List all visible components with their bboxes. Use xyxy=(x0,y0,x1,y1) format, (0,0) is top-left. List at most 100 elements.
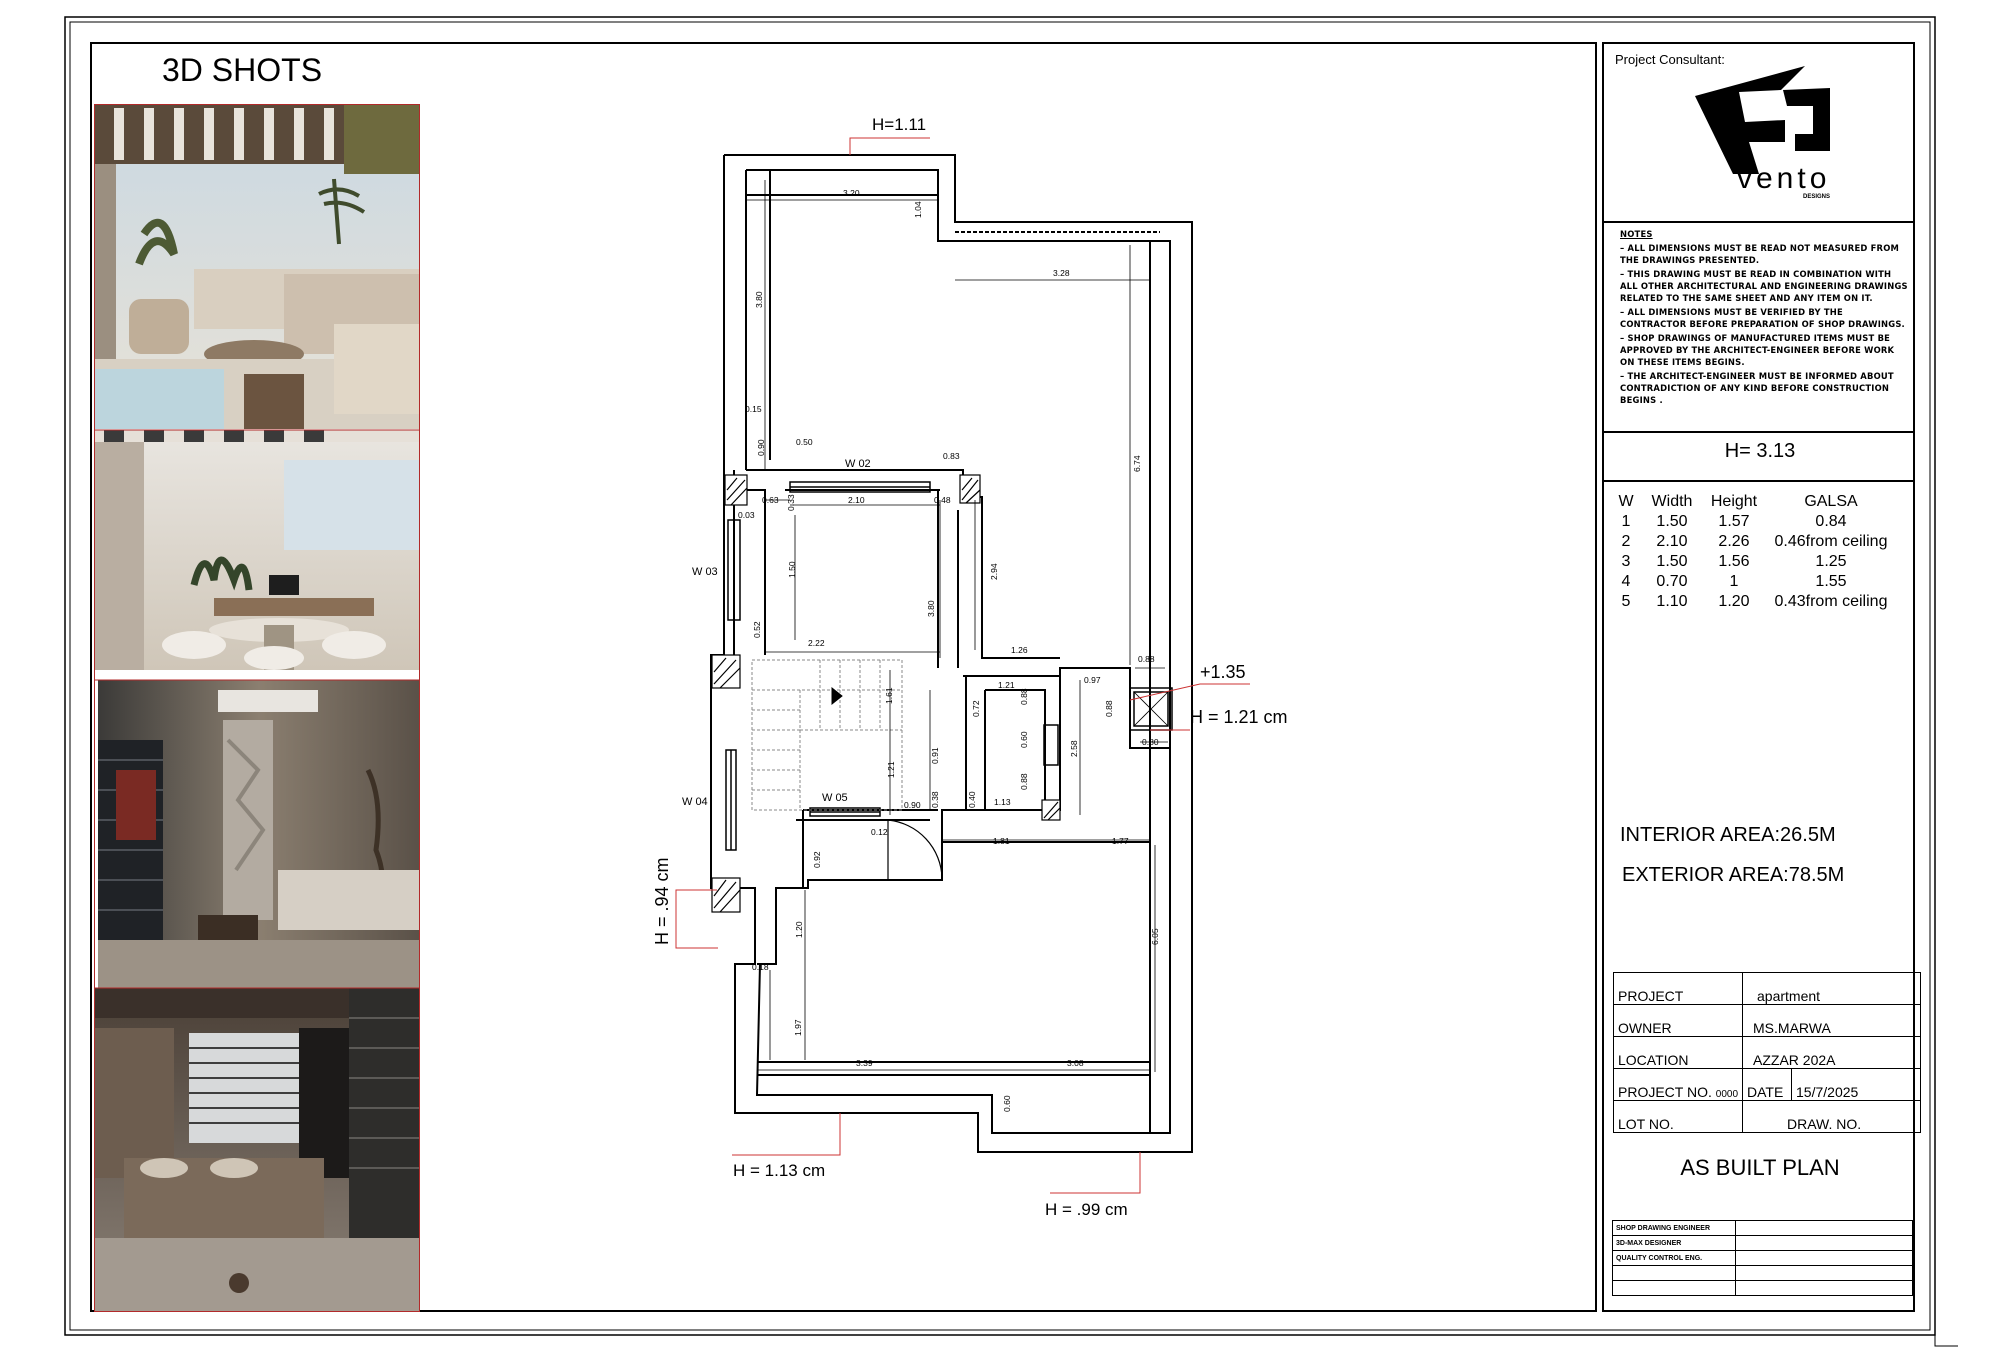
cell: 0.84 xyxy=(1815,512,1847,530)
height-label-bottom-right: H = .99 cm xyxy=(1045,1200,1128,1219)
dim-text: 6.05 xyxy=(1150,928,1160,945)
render-kitchen xyxy=(94,988,420,1312)
dim-text: 0.88 xyxy=(1104,700,1114,717)
cell: 1.10 xyxy=(1656,592,1688,610)
dim-text: 0.40 xyxy=(967,791,977,808)
dim-text: 0.50 xyxy=(796,437,813,447)
dim-text: 0.88 xyxy=(1138,654,1155,664)
dim-text: 2.58 xyxy=(1069,740,1079,757)
dim-text: 1.50 xyxy=(787,561,797,578)
logo-subtext: DESIGNS xyxy=(1803,194,1830,200)
hatched-blocks xyxy=(711,474,1061,913)
dim-text: 0.72 xyxy=(971,700,981,717)
window-tag-w05: W 05 xyxy=(822,792,848,804)
project-no-text: PROJECT NO. xyxy=(1618,1084,1712,1100)
dim-text: 0.88 xyxy=(1019,688,1029,705)
height-label-bottom-left: H = 1.13 cm xyxy=(733,1161,825,1180)
notes-block: NOTES – ALL DIMENSIONS MUST BE READ NOT … xyxy=(1620,228,1910,408)
note-item: – THIS DRAWING MUST BE READ IN COMBINATI… xyxy=(1620,269,1908,303)
dim-text: 0.60 xyxy=(1002,1095,1012,1112)
note-item: – ALL DIMENSIONS MUST BE VERIFIED BY THE… xyxy=(1620,307,1905,329)
owner-label: OWNER xyxy=(1612,1004,1744,1037)
cell: 0.70 xyxy=(1656,572,1688,590)
dim-text: 3.39 xyxy=(856,1058,873,1068)
ceiling-height: H= 3.13 xyxy=(1724,440,1796,462)
dim-text: 0.12 xyxy=(871,827,888,837)
signature-role: 3D-MAX DESIGNER xyxy=(1612,1235,1736,1251)
dimension-lines xyxy=(746,180,1168,1072)
dim-text: 2.10 xyxy=(848,495,865,505)
location-label: LOCATION xyxy=(1612,1036,1744,1069)
dim-text: 0.60 xyxy=(1019,731,1029,748)
cell: 1.50 xyxy=(1656,512,1688,530)
dim-text: 1.81 xyxy=(993,836,1010,846)
dim-text: 0.97 xyxy=(1084,675,1101,685)
table-row: QUALITY CONTROL ENG. xyxy=(1612,1250,1913,1266)
note-item: – ALL DIMENSIONS MUST BE READ NOT MEASUR… xyxy=(1620,243,1900,265)
cell: 1.55 xyxy=(1815,572,1847,590)
company-logo: vento DESIGNS xyxy=(1695,66,1830,200)
table-row: SHOP DRAWING ENGINEER xyxy=(1612,1220,1913,1236)
notes-title: NOTES xyxy=(1620,229,1653,239)
project-no-value: 0000 xyxy=(1715,1089,1739,1100)
plan-title: AS BUILT PLAN xyxy=(1680,1155,1840,1180)
signature-cell xyxy=(1735,1220,1913,1236)
signature-cell xyxy=(1735,1265,1913,1281)
signature-table: SHOP DRAWING ENGINEER 3D-MAX DESIGNER QU… xyxy=(1612,1220,1913,1296)
cell: 1.25 xyxy=(1815,552,1847,570)
dim-text: 3.80 xyxy=(754,291,764,308)
table-row: OWNER MS.MARWA xyxy=(1612,1004,1922,1037)
cell: 1.50 xyxy=(1656,552,1688,570)
col-header: GALSA xyxy=(1804,492,1858,510)
dim-text: 0.92 xyxy=(812,851,822,868)
dim-text: 3.20 xyxy=(843,188,860,198)
cell: 2.26 xyxy=(1718,532,1750,550)
dimension-texts: 3.20 1.04 3.28 3.80 6.74 0.15 0.90 0.50 … xyxy=(738,188,1160,1112)
dim-text: 1.13 xyxy=(994,797,1011,807)
dim-text: 3.08 xyxy=(1067,1058,1084,1068)
signature-cell xyxy=(1735,1280,1913,1296)
interior-area: INTERIOR AREA:26.5M xyxy=(1620,824,1836,846)
signature-cell xyxy=(1612,1265,1736,1281)
sheet-title: 3D SHOTS xyxy=(162,52,323,88)
door-swing xyxy=(887,819,943,880)
note-text: THIS DRAWING MUST BE READ IN COMBINATION… xyxy=(1620,269,1908,303)
dim-text: 1.04 xyxy=(913,201,923,218)
col-header: Width xyxy=(1651,492,1693,510)
outer-walls xyxy=(710,154,1193,1153)
project-info-table: PROJECT apartment OWNER MS.MARWA LOCATIO… xyxy=(1612,972,1922,1133)
height-label-right: H = 1.21 cm xyxy=(1190,707,1288,727)
draw-label: DRAW. NO. xyxy=(1742,1100,1922,1133)
table-row: LOCATION AZZAR 202A xyxy=(1612,1036,1922,1069)
dim-text: 0.88 xyxy=(1019,773,1029,790)
dim-text: 0.33 xyxy=(786,494,796,511)
note-text: THE ARCHITECT-ENGINEER MUST BE INFORMED … xyxy=(1620,371,1894,405)
dim-text: 0.48 xyxy=(934,495,951,505)
location-value: AZZAR 202A xyxy=(1742,1036,1922,1069)
signature-cell xyxy=(1735,1250,1913,1266)
floor-plan: H=1.11 +1.35 H = 1.21 cm H = .94 cm H = … xyxy=(652,115,1288,1219)
dim-text: 2.22 xyxy=(808,638,825,648)
window-tag-w03: W 03 xyxy=(692,566,718,578)
dim-text: 2.94 xyxy=(989,563,999,580)
window-tag-w02: W 02 xyxy=(845,458,871,470)
cell: 4 xyxy=(1621,572,1631,590)
dim-text: 1.21 xyxy=(886,761,896,778)
note-text: ALL DIMENSIONS MUST BE VERIFIED BY THE C… xyxy=(1620,307,1905,329)
render-terrace xyxy=(94,104,420,429)
height-label-level: +1.35 xyxy=(1200,662,1246,682)
windows xyxy=(725,481,1059,851)
note-text: SHOP DRAWINGS OF MANUFACTURED ITEMS MUST… xyxy=(1620,333,1895,367)
note-item: – SHOP DRAWINGS OF MANUFACTURED ITEMS MU… xyxy=(1620,333,1895,367)
lot-label: LOT NO. xyxy=(1612,1100,1744,1133)
dim-text: 0.15 xyxy=(745,404,762,414)
table-row: PROJECT apartment xyxy=(1612,972,1922,1005)
project-value: apartment xyxy=(1742,972,1922,1005)
cell: 0.43from ceiling xyxy=(1774,592,1888,610)
render-dining xyxy=(94,430,420,670)
